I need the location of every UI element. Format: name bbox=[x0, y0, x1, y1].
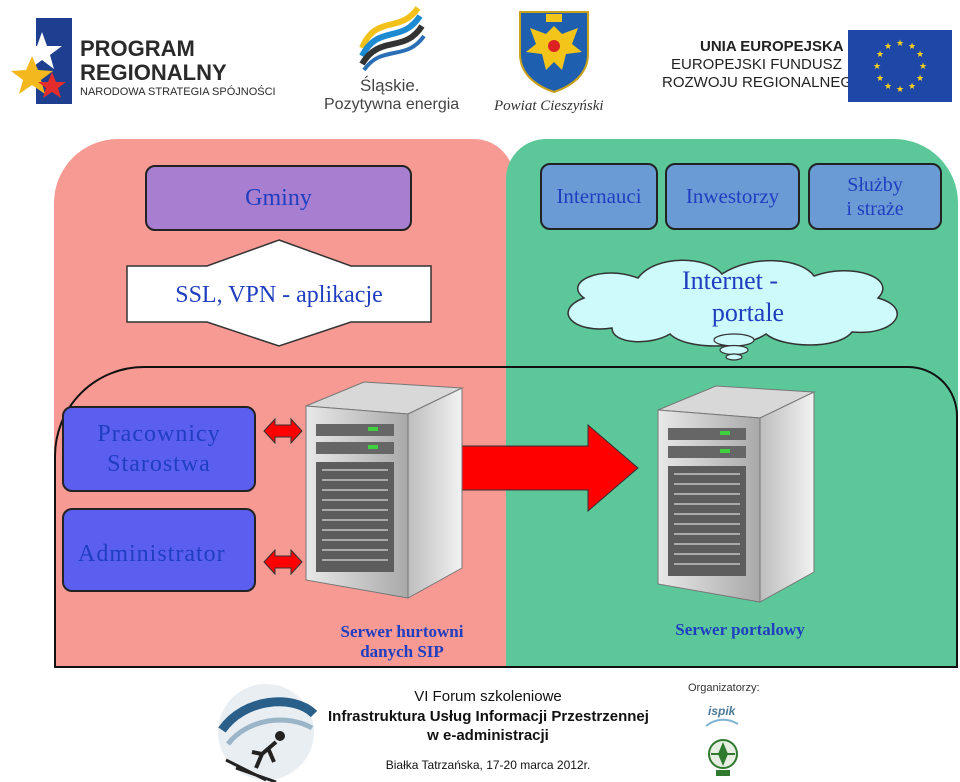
administrator-box: Administrator bbox=[62, 508, 256, 592]
serwer-sip-line1: Serwer hurtowni bbox=[340, 622, 464, 641]
sluzby-line1: Służby bbox=[847, 173, 903, 196]
gminy-box: Gminy bbox=[145, 165, 412, 231]
ssl-label: SSL, VPN - aplikacje bbox=[175, 282, 383, 308]
ssl-double-arrow bbox=[126, 239, 432, 347]
server-sip-icon bbox=[305, 381, 464, 599]
ue-line3: ROZWOJU REGIONALNEGO bbox=[662, 74, 864, 91]
footer-line1: VI Forum szkoleniowe bbox=[414, 688, 562, 705]
svg-text:★: ★ bbox=[896, 39, 904, 49]
logo-unia-europejska: UNIA EUROPEJSKA EUROPEJSKI FUNDUSZ ROZWO… bbox=[656, 36, 864, 98]
internet-line1: Internet - bbox=[681, 266, 778, 295]
eu-flag-icon: ★★★ ★★★ ★★★ ★★★ bbox=[848, 30, 952, 102]
svg-text:★: ★ bbox=[876, 74, 884, 84]
serwer-sip-line2: danych SIP bbox=[360, 642, 444, 661]
sluzby-box: Służby i straże bbox=[808, 163, 942, 230]
svg-text:★: ★ bbox=[916, 50, 924, 60]
server-portal-icon bbox=[657, 385, 816, 603]
ispik-swoosh-icon bbox=[705, 718, 739, 727]
svg-text:★: ★ bbox=[884, 82, 892, 92]
svg-text:★: ★ bbox=[908, 82, 916, 92]
double-arrow-small-1 bbox=[263, 418, 303, 444]
powiat-label: Powiat Cieszyński bbox=[494, 98, 604, 114]
svg-text:★: ★ bbox=[919, 62, 927, 72]
footer-organizers: Organizatorzy: bbox=[688, 682, 760, 694]
logo-powiat: Powiat Cieszyński bbox=[492, 4, 622, 128]
double-arrow-small-2 bbox=[263, 549, 303, 575]
logo-program-regionalny: PROGRAM REGIONALNY NARODOWA STRATEGIA SP… bbox=[8, 14, 288, 110]
svg-text:★: ★ bbox=[896, 85, 904, 95]
footer-line2: Infrastruktura Usług Informacji Przestrz… bbox=[328, 708, 649, 725]
gminy-label: Gminy bbox=[245, 184, 312, 211]
organizer-emblem-icon bbox=[708, 739, 738, 776]
slaskie-line1: Śląskie. bbox=[360, 76, 420, 95]
skier-logo-icon bbox=[218, 684, 318, 782]
coat-of-arms-icon bbox=[519, 11, 589, 94]
pracownicy-line2: Starostwa bbox=[107, 451, 211, 477]
slaskie-waves-icon bbox=[359, 6, 426, 72]
svg-text:★: ★ bbox=[908, 42, 916, 52]
svg-text:★: ★ bbox=[884, 42, 892, 52]
svg-text:★: ★ bbox=[916, 74, 924, 84]
svg-text:★: ★ bbox=[876, 50, 884, 60]
server-zone bbox=[54, 366, 958, 668]
slaskie-line2: Pozytywna energia bbox=[324, 96, 460, 113]
svg-text:★: ★ bbox=[873, 62, 881, 72]
sluzby-line2: i straże bbox=[846, 197, 904, 220]
pracownicy-line1: Pracownicy bbox=[97, 421, 221, 447]
inwestorzy-label: Inwestorzy bbox=[685, 184, 780, 208]
internet-cloud-icon bbox=[567, 259, 898, 361]
inwestorzy-box: Inwestorzy bbox=[665, 163, 800, 230]
footer-line3: w e-administracji bbox=[427, 727, 549, 744]
internauci-label: Internauci bbox=[556, 184, 642, 208]
program-line2: REGIONALNY bbox=[80, 60, 227, 85]
ue-line1: UNIA EUROPEJSKA bbox=[700, 38, 844, 55]
star-logo-icon bbox=[11, 18, 72, 104]
internet-line2: portale bbox=[711, 298, 785, 327]
ispik-logo: ispik bbox=[708, 704, 736, 718]
big-red-arrow bbox=[460, 424, 639, 512]
serwer-portal-label: Serwer portalowy bbox=[675, 620, 805, 639]
logo-slaskie: Śląskie. Pozytywna energia bbox=[320, 4, 460, 116]
pracownicy-box: Pracownicy Starostwa bbox=[62, 406, 256, 492]
footer-date: Białka Tatrzańska, 17-20 marca 2012r. bbox=[385, 758, 591, 772]
ue-line2: EUROPEJSKI FUNDUSZ bbox=[671, 56, 842, 73]
program-line3: NARODOWA STRATEGIA SPÓJNOŚCI bbox=[80, 86, 276, 98]
footer-banner: VI Forum szkoleniowe Infrastruktura Usłu… bbox=[188, 674, 782, 782]
internauci-box: Internauci bbox=[540, 163, 658, 230]
administrator-label: Administrator bbox=[78, 540, 226, 567]
program-line1: PROGRAM bbox=[80, 36, 195, 61]
